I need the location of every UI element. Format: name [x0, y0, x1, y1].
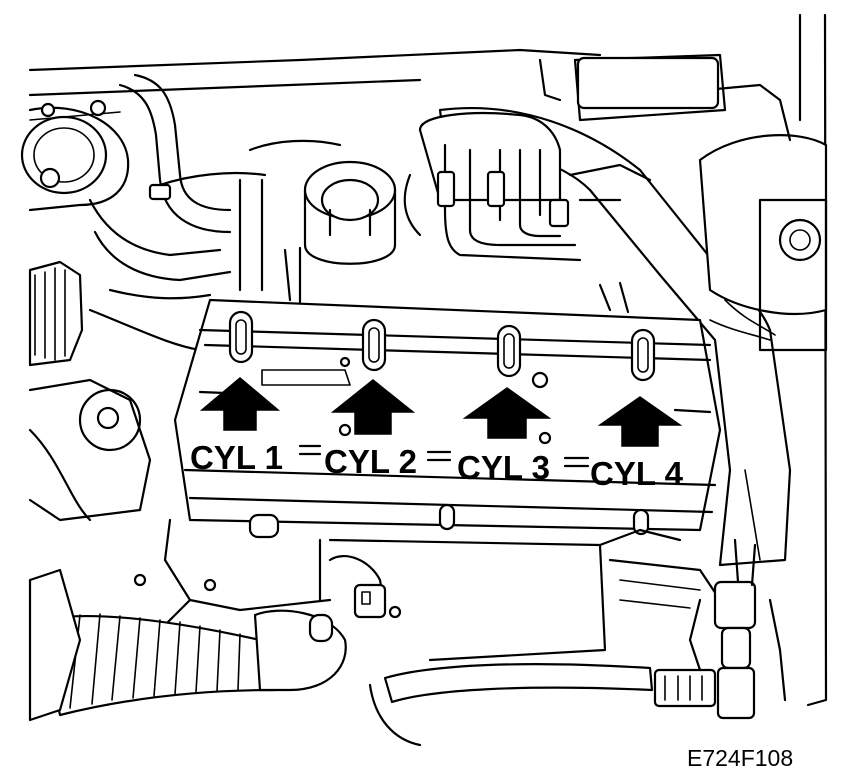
sensor-connectors — [653, 538, 787, 720]
intake-hose-lower — [28, 555, 387, 722]
right-side-components — [573, 53, 828, 352]
cyl3-label: CYL 3 — [457, 449, 550, 486]
cam-cover — [173, 298, 722, 532]
label-separators — [298, 444, 590, 468]
lower-engine — [148, 518, 722, 662]
cyl2-label: CYL 2 — [324, 443, 417, 480]
cylinder-labels: CYL 1 CYL 2 CYL 3 CYL 4 — [190, 439, 684, 492]
oil-filler-cap — [303, 160, 397, 265]
figure-id: E724F108 — [687, 745, 793, 771]
upper-left-hoses — [88, 73, 342, 292]
cyl2-arrow — [330, 379, 416, 435]
left-side-parts — [28, 260, 212, 522]
strut-tower-left — [20, 99, 130, 212]
cyl3-arrow — [462, 387, 552, 439]
cyl1-label: CYL 1 — [190, 439, 283, 476]
plug-well-outlines — [228, 246, 656, 382]
lower-coolant-hose — [368, 663, 654, 747]
cyl1-arrow — [199, 377, 281, 431]
ignition-leads — [403, 58, 652, 262]
cyl4-arrow — [597, 396, 683, 447]
cylinder-arrows — [199, 377, 683, 447]
cover-bolts — [133, 503, 650, 619]
cyl4-label: CYL 4 — [590, 455, 684, 492]
